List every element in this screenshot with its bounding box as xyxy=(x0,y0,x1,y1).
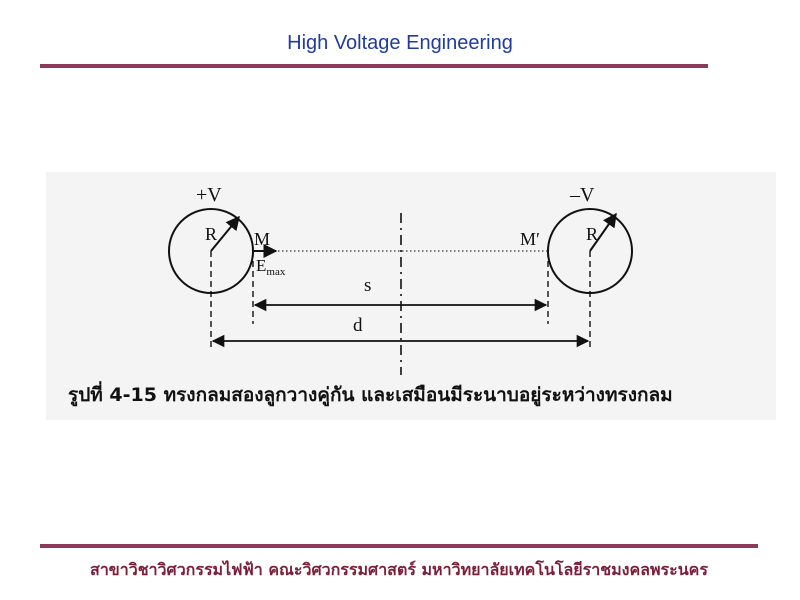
distance-label: d xyxy=(353,315,363,336)
left-radius-arrow xyxy=(210,215,240,252)
emax-label: Emax xyxy=(256,256,286,278)
right-potential-label: –V xyxy=(569,184,595,206)
footer-divider xyxy=(40,544,758,548)
right-radius-label: R xyxy=(586,224,598,244)
footer-text: สาขาวิชาวิศวกรรมไฟฟ้า คณะวิศวกรรมศาสตร์ … xyxy=(90,560,708,579)
left-potential-label: +V xyxy=(196,184,222,206)
gap-label: s xyxy=(364,275,371,296)
slide-title: High Voltage Engineering xyxy=(287,32,513,54)
point-m-label: M xyxy=(254,229,270,249)
right-radius-arrow xyxy=(589,212,617,252)
point-m-prime-label: M′ xyxy=(520,229,540,249)
figure-panel xyxy=(46,172,776,420)
figure-caption: รูปที่ 4-15 ทรงกลมสองลูกวางคู่กัน และเสม… xyxy=(68,384,673,406)
left-radius-label: R xyxy=(205,224,217,244)
title-divider xyxy=(40,64,708,68)
